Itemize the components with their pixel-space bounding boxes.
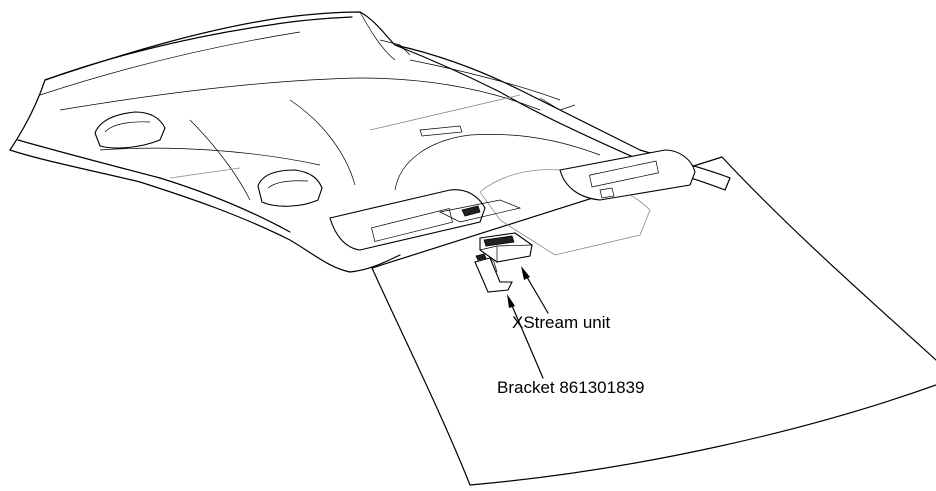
overhead-console (419, 125, 615, 223)
bracket-leader-arrow (507, 294, 544, 379)
xstream-unit-label: XStream unit (512, 313, 611, 332)
headliner-shell (9, 11, 731, 273)
xstream-unit-part (479, 232, 533, 263)
sun-visor-right (559, 149, 696, 201)
bracket-part (474, 253, 513, 293)
sun-visor-left (329, 189, 486, 251)
bracket-label: Bracket 861301839 (497, 378, 645, 397)
xstream-leader-arrow (521, 266, 549, 314)
windshield-outline (371, 156, 936, 486)
grab-handles (94, 111, 323, 207)
